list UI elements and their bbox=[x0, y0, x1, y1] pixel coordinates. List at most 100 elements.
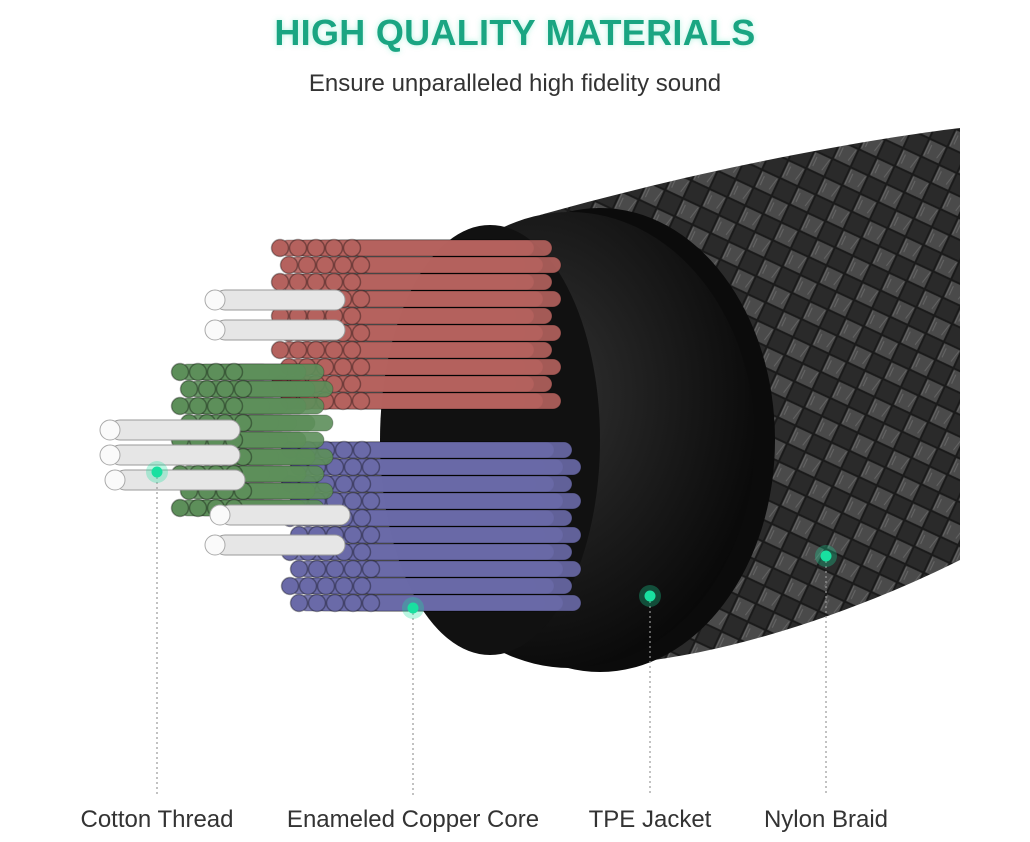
red-wire-end bbox=[342, 272, 362, 292]
red-wire-end bbox=[342, 374, 362, 394]
red-wire-end bbox=[306, 238, 326, 258]
red-wire-end bbox=[342, 340, 362, 360]
blue-wire-strand bbox=[370, 458, 582, 476]
cotton-thread-strand bbox=[214, 534, 346, 556]
blue-wire-end bbox=[316, 576, 336, 596]
red-wire-end bbox=[297, 255, 317, 275]
red-wire-strand bbox=[351, 375, 553, 393]
label-tpe-jacket: TPE Jacket bbox=[588, 806, 712, 833]
red-wire-strand bbox=[360, 358, 562, 376]
blue-wire-end bbox=[352, 474, 372, 494]
blue-wire-end bbox=[361, 593, 381, 613]
red-wire-end bbox=[306, 340, 326, 360]
green-wire-strand bbox=[242, 380, 334, 398]
red-wire-end bbox=[351, 323, 371, 343]
blue-wire-strand bbox=[370, 526, 582, 544]
blue-wire-strand bbox=[361, 475, 573, 493]
blue-wire-end bbox=[343, 491, 363, 511]
red-wire-end bbox=[333, 357, 353, 377]
cotton-thread-end bbox=[99, 444, 121, 466]
blue-wire-end bbox=[325, 457, 345, 477]
red-wire-end bbox=[288, 238, 308, 258]
red-wire-strand bbox=[351, 239, 553, 257]
blue-wire-end bbox=[361, 457, 381, 477]
red-wire-strand bbox=[360, 290, 562, 308]
red-wire-end bbox=[351, 289, 371, 309]
cotton-thread-strand bbox=[219, 504, 351, 526]
blue-wire-strand bbox=[370, 492, 582, 510]
green-wire-end bbox=[188, 362, 208, 382]
red-wire-strand bbox=[351, 273, 553, 291]
callout-lines bbox=[146, 461, 837, 795]
cotton-thread-end bbox=[204, 319, 226, 341]
red-wire-end bbox=[288, 340, 308, 360]
page-subtitle: Ensure unparalleled high fidelity sound bbox=[308, 70, 722, 97]
label-nylon-braid: Nylon Braid bbox=[763, 806, 889, 833]
cotton-thread-strand bbox=[114, 469, 246, 491]
green-wire-end bbox=[197, 379, 217, 399]
blue-wire-end bbox=[325, 559, 345, 579]
green-wire-strand bbox=[242, 448, 334, 466]
red-wire-strand bbox=[351, 341, 553, 359]
green-wire-strand bbox=[242, 482, 334, 500]
blue-wire-end bbox=[361, 491, 381, 511]
green-wire-strand bbox=[233, 431, 325, 449]
cotton-thread-end bbox=[204, 289, 226, 311]
blue-wire-strand bbox=[361, 441, 573, 459]
green-wire-end bbox=[215, 379, 235, 399]
blue-wire-end bbox=[343, 559, 363, 579]
red-wire-end bbox=[270, 340, 290, 360]
red-wire-end bbox=[342, 306, 362, 326]
tpe-jacket-dot bbox=[644, 590, 656, 602]
green-wire-end bbox=[179, 379, 199, 399]
blue-wire-strand bbox=[361, 509, 573, 527]
green-wire-strand bbox=[242, 414, 334, 432]
red-wire-strand bbox=[360, 392, 562, 410]
green-wire-strand bbox=[233, 465, 325, 483]
blue-wire-end bbox=[307, 593, 327, 613]
copper-core-dot bbox=[407, 602, 419, 614]
red-wire-end bbox=[351, 357, 371, 377]
red-wire-end bbox=[342, 238, 362, 258]
red-wire-end bbox=[288, 272, 308, 292]
blue-wire-end bbox=[307, 559, 327, 579]
red-wire-end bbox=[333, 255, 353, 275]
red-wire-strand bbox=[351, 307, 553, 325]
blue-wire-strand bbox=[370, 560, 582, 578]
blue-wire-strand bbox=[361, 543, 573, 561]
red-wire-end bbox=[324, 272, 344, 292]
green-wire-strand bbox=[233, 397, 325, 415]
blue-wire-end bbox=[343, 593, 363, 613]
blue-wire-end bbox=[352, 576, 372, 596]
red-wire-strand bbox=[360, 324, 562, 342]
blue-wire-end bbox=[343, 525, 363, 545]
nylon-braid-dot bbox=[820, 550, 832, 562]
blue-wire-end bbox=[325, 593, 345, 613]
copper-core-wires bbox=[99, 238, 582, 613]
blue-wire-end bbox=[352, 440, 372, 460]
cotton-thread-strand bbox=[109, 419, 241, 441]
green-wire-end bbox=[188, 396, 208, 416]
blue-wire-end bbox=[343, 457, 363, 477]
cotton-thread-dot bbox=[151, 466, 163, 478]
blue-wire-strand bbox=[361, 577, 573, 595]
red-wire-end bbox=[315, 255, 335, 275]
red-wire-end bbox=[324, 340, 344, 360]
red-wire-end bbox=[306, 272, 326, 292]
green-wire-end bbox=[224, 362, 244, 382]
green-wire-end bbox=[224, 396, 244, 416]
blue-wire-end bbox=[334, 474, 354, 494]
blue-wire-end bbox=[352, 542, 372, 562]
blue-wire-end bbox=[298, 576, 318, 596]
blue-wire-end bbox=[361, 525, 381, 545]
label-cotton-thread: Cotton Thread bbox=[80, 806, 234, 833]
red-wire-end bbox=[333, 391, 353, 411]
green-wire-end bbox=[206, 396, 226, 416]
green-wire-end bbox=[233, 379, 253, 399]
blue-wire-end bbox=[361, 559, 381, 579]
green-wire-strand bbox=[233, 363, 325, 381]
cotton-thread-end bbox=[209, 504, 231, 526]
red-wire-end bbox=[270, 238, 290, 258]
blue-wire-end bbox=[289, 559, 309, 579]
